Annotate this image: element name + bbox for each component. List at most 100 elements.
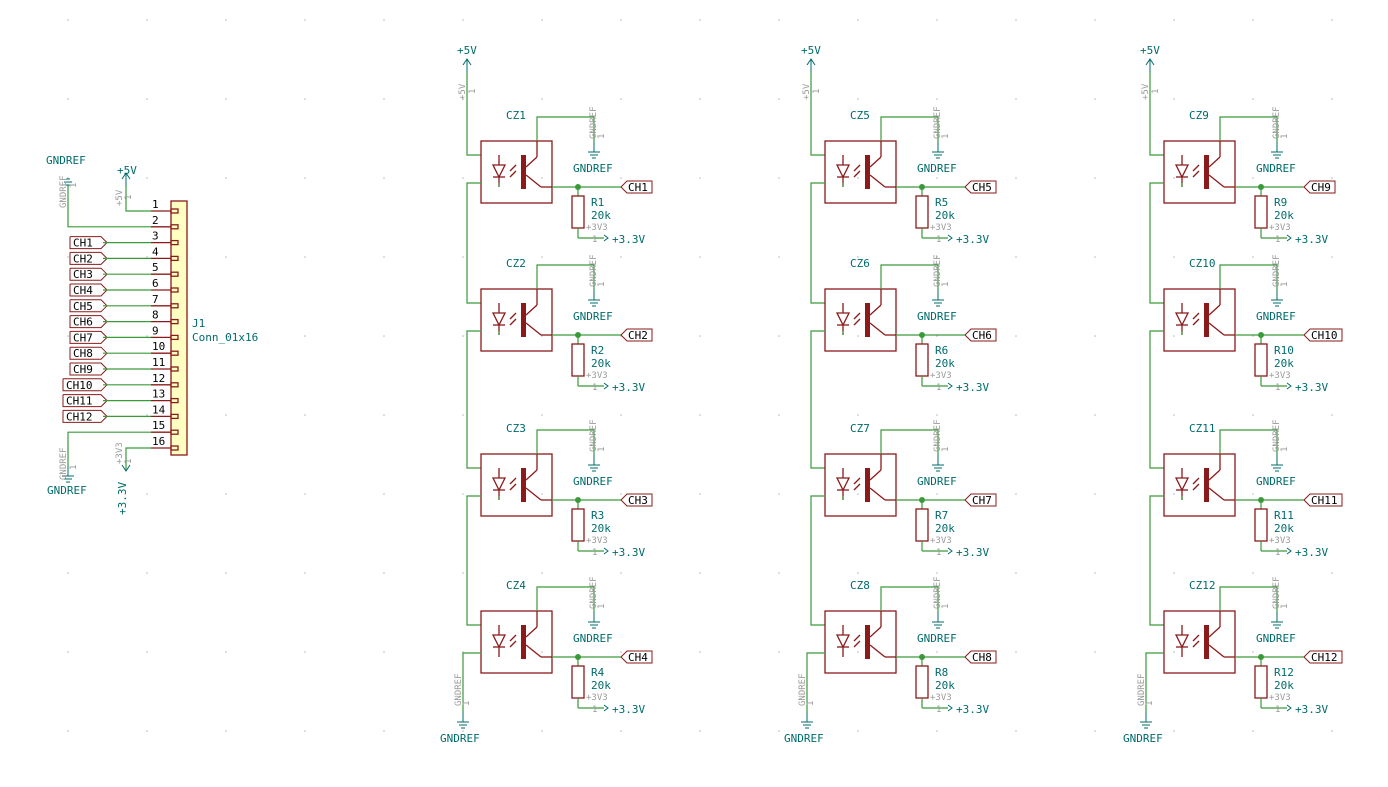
net-label-shape bbox=[69, 315, 108, 329]
grid-dot bbox=[304, 335, 306, 337]
gnd-label: GNDREF bbox=[1256, 310, 1296, 323]
transistor-emitter bbox=[869, 487, 886, 501]
grid-dot bbox=[304, 256, 306, 258]
optocoupler-ref: CZ8 bbox=[850, 579, 870, 592]
grid-dot bbox=[541, 177, 543, 179]
grid-dot bbox=[1094, 177, 1096, 179]
gnd-hidden-pin: 1 bbox=[941, 447, 951, 452]
grid-dot bbox=[225, 177, 227, 179]
gnd-hidden-name: GNDREF bbox=[589, 419, 599, 452]
p33-hidden: +3V3 bbox=[115, 442, 125, 464]
grid-dot bbox=[1252, 256, 1254, 258]
grid-dot bbox=[1015, 730, 1017, 732]
p33-arrow bbox=[121, 464, 131, 472]
optocoupler-ref: CZ10 bbox=[1189, 257, 1216, 270]
grid-dot bbox=[857, 572, 859, 574]
grid-dot bbox=[541, 19, 543, 21]
gnd-hidden-pin: 1 bbox=[597, 282, 607, 287]
gnd-hidden-name: GNDREF bbox=[589, 576, 599, 609]
optocoupler-cz8: CZ8 bbox=[824, 579, 897, 674]
gnd-hidden-pin: 1 bbox=[941, 282, 951, 287]
grid-dot bbox=[778, 19, 780, 21]
transistor-base bbox=[521, 303, 526, 337]
grid-dot bbox=[304, 730, 306, 732]
grid-dot bbox=[146, 572, 148, 574]
net-label-text: CH3 bbox=[73, 268, 93, 281]
transistor-base bbox=[865, 155, 870, 189]
grid-dot bbox=[1015, 335, 1017, 337]
net-label-shape bbox=[69, 283, 108, 297]
grid-dot bbox=[67, 730, 69, 732]
led-icon bbox=[1174, 312, 1190, 327]
grid-dot bbox=[1094, 256, 1096, 258]
optocoupler-cz7: CZ7 bbox=[824, 422, 897, 517]
grid-dot bbox=[67, 335, 69, 337]
transistor-base bbox=[865, 303, 870, 337]
transistor-emitter bbox=[525, 644, 542, 658]
net-label-text: CH1 bbox=[73, 237, 93, 250]
light-arrow bbox=[853, 477, 861, 485]
grid-dot bbox=[146, 493, 148, 495]
collector-wire bbox=[536, 264, 595, 290]
gnd-label: GNDREF bbox=[917, 475, 957, 488]
optocoupler-ref: CZ3 bbox=[506, 422, 526, 435]
grid-dot bbox=[462, 19, 464, 21]
resistor-value: 20k bbox=[591, 679, 611, 692]
grid-dot bbox=[699, 730, 701, 732]
pin15-wire bbox=[67, 431, 151, 466]
grid-dot bbox=[304, 98, 306, 100]
optocoupler-body bbox=[824, 610, 897, 674]
collector-wire bbox=[1219, 586, 1278, 612]
net-label-shape bbox=[964, 493, 997, 507]
gnd-label: GNDREF bbox=[573, 632, 613, 645]
connector-pin-number: 14 bbox=[152, 403, 166, 416]
gnd-hidden-name: GNDREF bbox=[454, 673, 464, 706]
grid-dot bbox=[1094, 730, 1096, 732]
net-label-shape bbox=[1303, 180, 1336, 194]
p33-hidden-pin: 1 bbox=[124, 459, 134, 464]
net-label-text: CH5 bbox=[73, 300, 93, 313]
grid-dot bbox=[67, 177, 69, 179]
resistor-value: 20k bbox=[591, 209, 611, 222]
light-arrow bbox=[853, 170, 861, 178]
p5-arrow bbox=[1145, 58, 1155, 66]
grid-dot bbox=[857, 730, 859, 732]
net-label-text: CH5 bbox=[972, 181, 992, 194]
transistor-emitter bbox=[1208, 487, 1225, 501]
p33-hidden: +3V3 bbox=[586, 223, 608, 233]
optocoupler-body bbox=[1163, 288, 1236, 352]
connector-pin-number: 7 bbox=[152, 293, 159, 306]
grid-dot bbox=[462, 177, 464, 179]
grid-dot bbox=[1015, 19, 1017, 21]
anode-wire bbox=[810, 72, 825, 156]
gnd-hidden-name: GNDREF bbox=[1272, 576, 1282, 609]
net-label-text: CH10 bbox=[66, 379, 93, 392]
grid-dot bbox=[225, 98, 227, 100]
grid-dot bbox=[304, 414, 306, 416]
optocoupler-cz3: CZ3 bbox=[480, 422, 553, 517]
chain-wire bbox=[466, 182, 481, 304]
p33-label: +3.3V bbox=[1295, 546, 1328, 559]
resistor-body bbox=[571, 195, 585, 229]
transistor-collector bbox=[1208, 156, 1221, 168]
collector-wire bbox=[880, 116, 939, 142]
net-label-shape bbox=[62, 409, 108, 423]
optocoupler-cz11: CZ11 bbox=[1163, 422, 1236, 517]
grid-dot bbox=[462, 98, 464, 100]
p33-arrow bbox=[1286, 234, 1292, 242]
gnd-hidden-name: GNDREF bbox=[933, 576, 943, 609]
resistor-body bbox=[571, 508, 585, 542]
grid-dot bbox=[541, 493, 543, 495]
grid-dot bbox=[620, 651, 622, 653]
anode-wire bbox=[466, 72, 481, 156]
p33-hidden: +3V3 bbox=[1269, 371, 1291, 381]
grid-dot bbox=[1331, 730, 1333, 732]
grid-dot bbox=[620, 256, 622, 258]
gnd-hidden-pin: 1 bbox=[69, 183, 79, 188]
net-label-text: CH9 bbox=[73, 363, 93, 376]
grid-dot bbox=[1173, 19, 1175, 21]
transistor-collector bbox=[869, 304, 882, 316]
